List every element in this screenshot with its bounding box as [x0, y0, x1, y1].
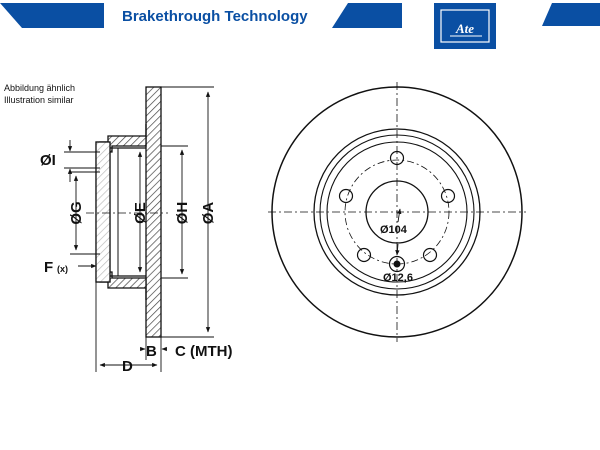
label-dim-b: B [146, 343, 157, 360]
illustration-note-en: Illustration similar [4, 95, 74, 105]
label-dim-f: F [44, 259, 53, 276]
label-dim-i: ØI [40, 152, 56, 169]
bolt-hole [422, 247, 438, 263]
label-dim-f-sub: (x) [57, 264, 68, 274]
locating-hole [388, 255, 406, 273]
label-pcd: Ø104 [380, 224, 408, 236]
friction-ring-section [145, 86, 162, 338]
bolt-hole [356, 247, 372, 263]
label-dim-a: ØA [200, 202, 217, 225]
label-dim-g: ØG [68, 201, 85, 224]
brand-title-bold: Brake [122, 8, 164, 25]
brand-title: Brakethrough Technology [122, 8, 308, 25]
pcd-leader [397, 208, 402, 223]
banner-left-wedge [0, 3, 104, 28]
label-dim-h: ØH [174, 202, 191, 225]
brand-banner: Brakethrough Technology Ate [0, 0, 600, 60]
ate-logo: Ate [434, 3, 496, 49]
side-view-section [95, 86, 162, 338]
hole-leader [395, 243, 400, 256]
brand-title-rest: through Technology [164, 8, 309, 25]
label-dim-c: C (MTH) [175, 343, 232, 360]
banner-right-wedge [542, 3, 600, 26]
label-dim-e: ØE [132, 202, 149, 224]
bolt-hole [440, 188, 456, 204]
ate-logo-text: Ate [455, 21, 474, 36]
label-dim-d: D [122, 358, 133, 375]
banner-middle-wedge [332, 3, 402, 28]
front-centerlines [268, 82, 526, 342]
bolt-hole [338, 188, 354, 204]
label-hole: Ø12,6 [383, 272, 413, 284]
illustration-note-de: Abbildung ähnlich [4, 83, 76, 93]
